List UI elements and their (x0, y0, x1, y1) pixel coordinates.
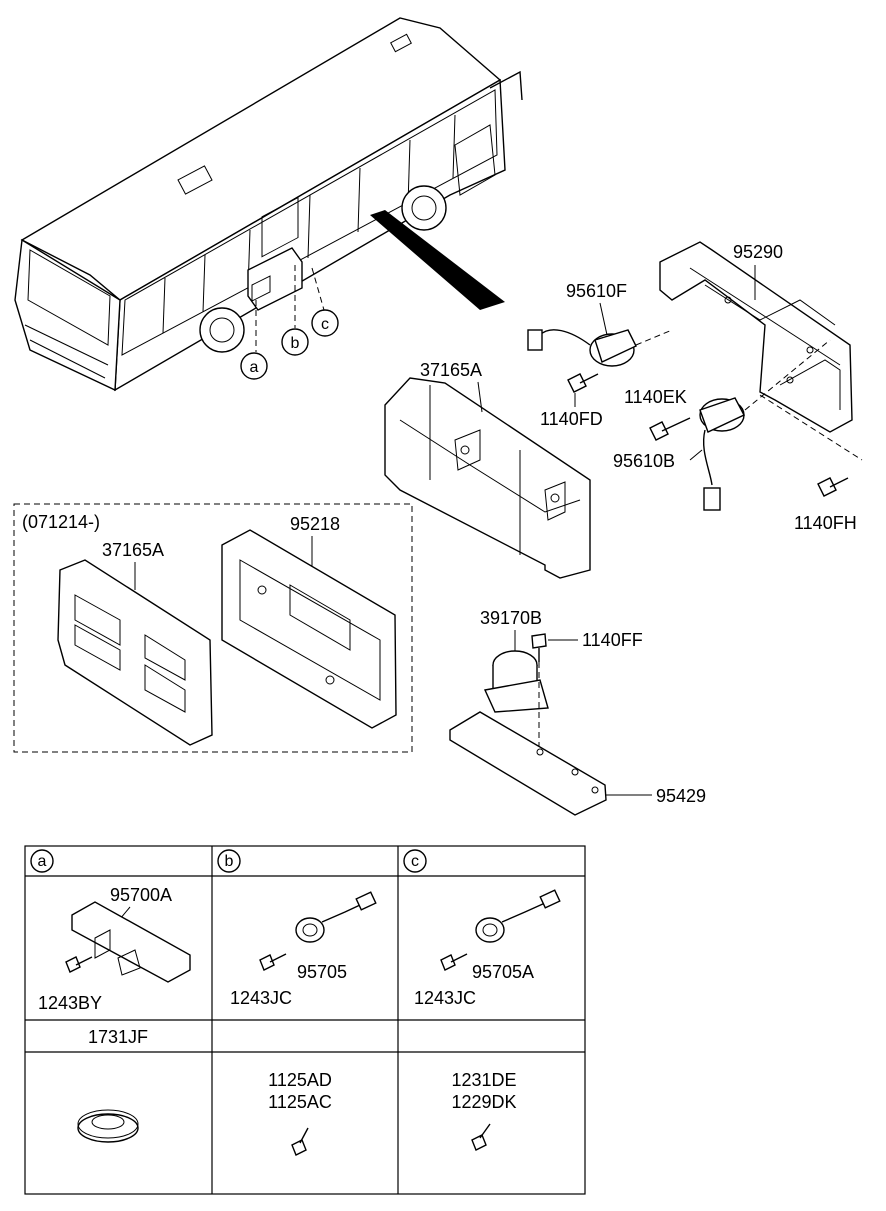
grommet-1731jf (77, 1109, 139, 1143)
relay-95610b (699, 339, 831, 511)
label-37165a-main: 37165A (420, 360, 482, 380)
label-1140fd: 1140FD (540, 409, 603, 429)
variant-date-code: (071214-) (22, 512, 100, 532)
table-header-c: c (403, 849, 427, 873)
label-37165a-variant: 37165A (102, 540, 164, 560)
label-1140ek: 1140EK (624, 387, 687, 407)
table-header-a-label: a (38, 853, 47, 870)
label-1140fh: 1140FH (794, 513, 857, 533)
callout-a-label: a (250, 359, 259, 376)
callout-c: c (311, 309, 339, 337)
socket-95705 (295, 891, 377, 943)
lamp-95700a (71, 901, 191, 983)
bolt-1140ek (649, 417, 691, 441)
screw-1243by (65, 956, 93, 973)
bolt-1140ff (531, 633, 547, 748)
label-1231de: 1231DE (451, 1070, 516, 1090)
table-header-b-label: b (225, 853, 234, 870)
label-95705: 95705 (297, 962, 347, 982)
table-header-c-label: c (411, 853, 419, 870)
switch-39170b (483, 650, 549, 713)
label-95218: 95218 (290, 514, 340, 534)
bolt-1125 (291, 1127, 309, 1156)
screw-1243jc-b (259, 953, 287, 971)
label-1243by: 1243BY (38, 993, 102, 1013)
bolt-1140fh (817, 477, 849, 497)
label-1229dk: 1229DK (451, 1092, 516, 1112)
bolt-1231 (471, 1123, 491, 1151)
callout-b-label: b (291, 335, 300, 352)
table-header-b: b (217, 849, 241, 873)
label-1125ac: 1125AC (268, 1092, 332, 1112)
relay-95610f (527, 329, 673, 367)
screw-1243jc-c (440, 953, 468, 971)
label-1125ad: 1125AD (268, 1070, 332, 1090)
label-39170b: 39170B (480, 608, 542, 628)
bracket-95290 (659, 241, 853, 433)
label-1243jc-c: 1243JC (414, 988, 476, 1008)
battery-cover-variant (57, 559, 213, 746)
label-95705a: 95705A (472, 962, 534, 982)
tray-95218 (221, 529, 397, 729)
label-1243jc-b: 1243JC (230, 988, 292, 1008)
label-95610b: 95610B (613, 451, 675, 471)
table-header-a: a (30, 849, 54, 873)
callout-a: a (240, 352, 268, 380)
callout-c-label: c (321, 316, 329, 333)
label-95429: 95429 (656, 786, 706, 806)
bolt-1140fd (567, 373, 599, 393)
socket-95705a (475, 889, 561, 943)
bus-illustration (14, 17, 523, 392)
parts-table (24, 845, 586, 1195)
variant-box (13, 503, 413, 753)
label-95700a: 95700A (110, 885, 172, 905)
label-95610f: 95610F (566, 281, 627, 301)
label-95290: 95290 (733, 242, 783, 262)
label-1731jf: 1731JF (88, 1027, 148, 1047)
plate-95429 (449, 711, 607, 816)
battery-cover-37165a (384, 377, 591, 579)
label-1140ff: 1140FF (582, 630, 643, 650)
callout-b: b (281, 328, 309, 356)
